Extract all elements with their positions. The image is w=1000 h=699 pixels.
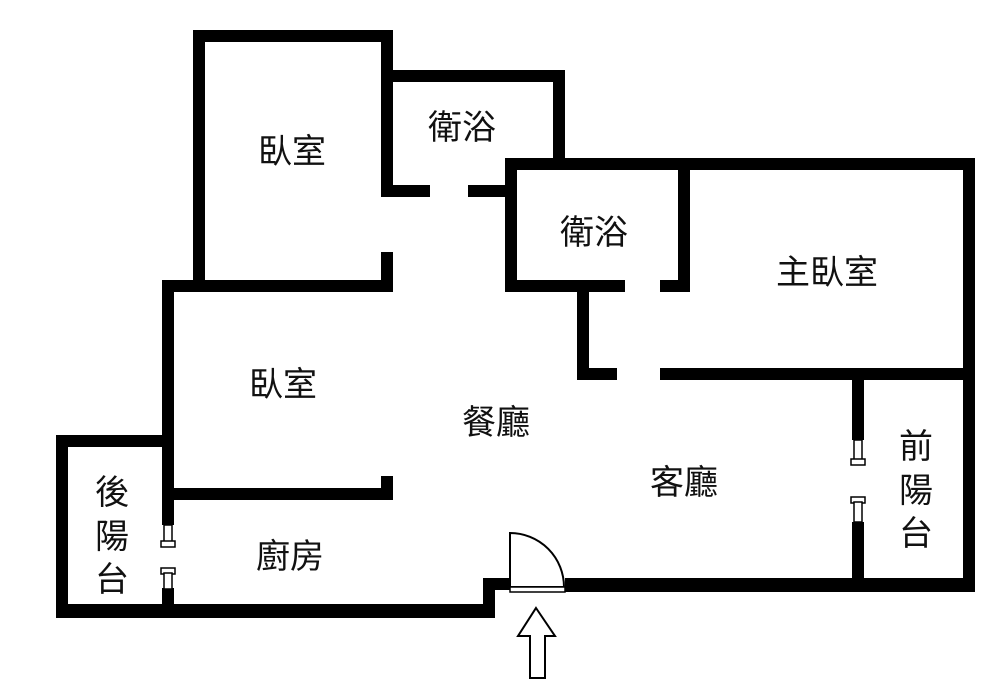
- swing-door-icon[interactable]: [509, 531, 566, 593]
- room-label-living: 客廳: [650, 463, 718, 503]
- up-arrow-icon: [516, 606, 557, 679]
- room-label-bath-top: 衛浴: [428, 108, 496, 148]
- wall: [852, 522, 864, 584]
- room-label-bath-mid: 衛浴: [560, 213, 628, 253]
- sliding-door[interactable]: [163, 524, 173, 543]
- wall: [193, 30, 393, 42]
- wall: [56, 604, 495, 618]
- room-label-bedroom-top: 臥室: [258, 132, 326, 172]
- wall: [162, 280, 174, 525]
- wall: [381, 30, 393, 197]
- wall: [660, 368, 975, 380]
- sliding-door[interactable]: [853, 501, 863, 523]
- wall: [162, 280, 393, 292]
- wall: [381, 476, 393, 500]
- room-label-back-balcony: 後陽台: [95, 473, 129, 601]
- wall: [852, 380, 864, 440]
- room-label-bedroom-left: 臥室: [249, 365, 317, 405]
- sliding-door[interactable]: [160, 540, 176, 548]
- walls: [56, 30, 975, 618]
- room-label-master-bedroom: 主臥室: [776, 253, 878, 293]
- wall: [963, 158, 975, 592]
- sliding-door[interactable]: [850, 458, 866, 466]
- wall: [505, 158, 975, 170]
- sliding-door[interactable]: [163, 572, 173, 590]
- room-label-kitchen: 廚房: [256, 537, 324, 577]
- wall: [56, 435, 174, 447]
- wall: [381, 70, 565, 82]
- sliding-doors: [160, 439, 866, 590]
- wall: [565, 578, 975, 592]
- wall: [56, 435, 68, 618]
- sliding-door[interactable]: [853, 439, 863, 461]
- wall: [505, 280, 625, 292]
- wall: [577, 290, 589, 380]
- wall: [193, 30, 205, 292]
- wall: [577, 368, 617, 380]
- wall: [162, 488, 393, 500]
- wall: [468, 185, 517, 197]
- wall: [162, 588, 174, 610]
- wall: [678, 170, 690, 292]
- wall: [553, 70, 565, 170]
- wall: [381, 185, 430, 197]
- room-label-dining: 餐廳: [462, 403, 530, 443]
- wall: [505, 158, 517, 292]
- room-label-front-balcony: 前陽台: [899, 427, 933, 555]
